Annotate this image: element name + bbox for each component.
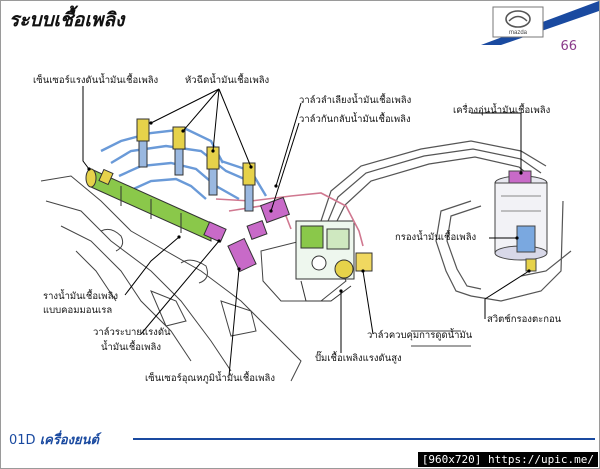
label-common-rail-line2: แบบคอมมอนเรล	[43, 305, 113, 316]
label-pressure-limiter-line1: วาล์วระบายแรงดัน	[93, 327, 171, 338]
mazda-logo: mazda	[471, 1, 599, 45]
footer-section-name: เครื่องยนต์	[39, 433, 99, 448]
label-high-pressure-pump: ปั๊มเชื้อเพลิงแรงดันสูง	[315, 353, 402, 364]
valves-illustration	[227, 196, 290, 273]
label-fuel-temp-sensor: เซ็นเซอร์อุณหภูมิน้ำมันเชื้อเพลิง	[145, 373, 275, 384]
footer-code: 01D	[9, 433, 36, 448]
footer-divider	[133, 438, 595, 440]
label-suction-control-valve: วาล์วควบคุมการดูดน้ำมัน	[367, 330, 473, 341]
fuel-filter-illustration	[494, 170, 548, 272]
label-injectors: หัวฉีดน้ำมันเชื้อเพลิง	[185, 75, 270, 86]
high-pressure-pump-illustration	[295, 220, 373, 302]
leader-dots	[87, 121, 531, 293]
page-number: 66	[560, 39, 577, 54]
injectors-illustration	[136, 118, 256, 212]
page-title: ระบบเชื้อเพลิง	[9, 9, 125, 31]
label-fuel-warmer: เครื่องอุ่นน้ำมันเชื้อเพลิง	[453, 105, 551, 116]
mazda-logo-text: mazda	[509, 30, 528, 36]
image-watermark: [960x720] https://upic.me/	[417, 452, 598, 467]
label-fuel-return-valve: วาล์วลำเลียงน้ำมันเชื้อเพลิง	[299, 95, 412, 106]
label-fuel-filter: กรองน้ำมันเชื้อเพลิง	[395, 232, 477, 243]
common-rail-illustration	[85, 168, 227, 243]
label-check-valve: วาล์วกันกลับน้ำมันเชื้อเพลิง	[299, 114, 411, 125]
footer-section: 01D เครื่องยนต์	[9, 429, 99, 450]
label-sedimenter-switch: สวิตช์กรองตะกอน	[487, 314, 562, 325]
label-pressure-limiter-line2: น้ำมันเชื้อเพลิง	[101, 342, 161, 353]
label-common-rail-line1: รางน้ำมันเชื้อเพลิง	[43, 291, 119, 302]
engine-block-illustration	[40, 175, 471, 382]
label-fuel-pressure-sensor: เซ็นเซอร์แรงดันน้ำมันเชื้อเพลิง	[33, 75, 159, 86]
leader-lines	[82, 86, 530, 377]
